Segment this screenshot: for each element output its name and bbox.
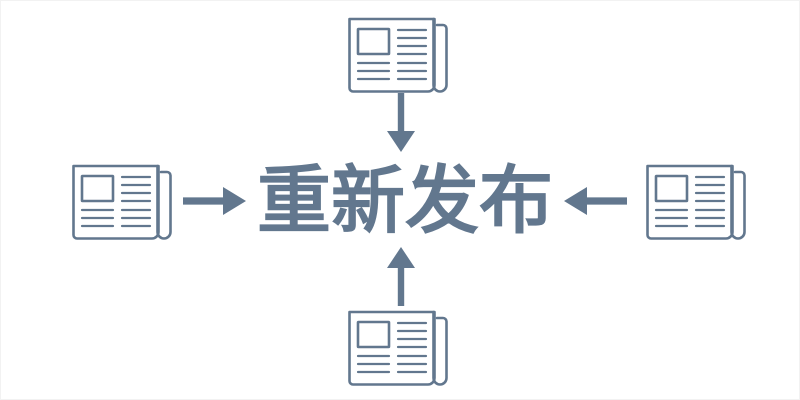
source-top-newspaper[interactable] bbox=[345, 13, 449, 95]
source-left-newspaper[interactable] bbox=[69, 160, 173, 242]
newspaper-icon bbox=[348, 17, 448, 93]
arrow-right-left bbox=[561, 181, 627, 221]
center-node-label: 重新发布 bbox=[257, 158, 553, 244]
newspaper-icon bbox=[348, 310, 448, 386]
newspaper-icon bbox=[646, 164, 746, 240]
arrow-right-icon bbox=[183, 187, 246, 215]
arrow-down-icon bbox=[387, 93, 415, 152]
source-right-newspaper[interactable] bbox=[643, 160, 747, 242]
arrow-bottom-up bbox=[381, 244, 421, 306]
newspaper-icon bbox=[72, 164, 172, 240]
arrow-left-icon bbox=[564, 187, 627, 215]
arrow-left-right bbox=[183, 181, 249, 221]
arrow-up-icon bbox=[387, 247, 415, 306]
source-bottom-newspaper[interactable] bbox=[345, 306, 449, 388]
arrow-top-down bbox=[381, 93, 421, 155]
